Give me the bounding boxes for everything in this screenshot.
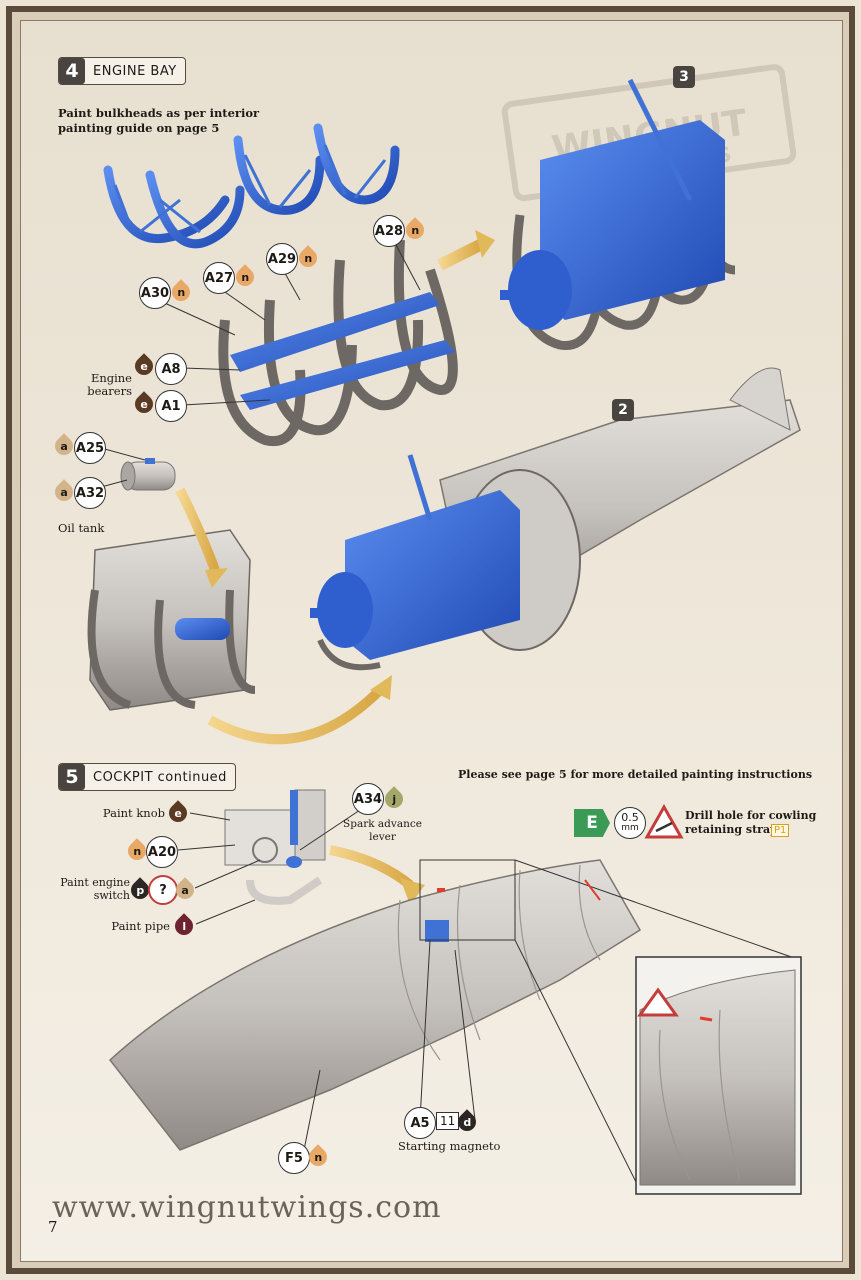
part-a27: A27 (203, 262, 235, 294)
tool-e-marker: E (574, 809, 610, 837)
step-5-number: 5 (59, 764, 85, 790)
part-f5: F5 (278, 1142, 310, 1174)
engine-grey-assembly (87, 529, 256, 711)
drill-warning-icon (644, 804, 684, 839)
step-4-header: 4 ENGINE BAY (58, 57, 186, 85)
engine-assembled-step3 (500, 78, 736, 350)
zoom-inset (635, 956, 802, 1195)
part-a28: A28 (373, 215, 405, 247)
blue-bulkheads (103, 123, 400, 249)
note-line-1: Paint bulkheads as per interior (58, 106, 260, 120)
website-url: www.wingnutwings.com (52, 1190, 442, 1225)
paint-engine-switch-label: Paint engine switch (60, 876, 130, 902)
starting-magneto-label: Starting magneto (398, 1139, 501, 1153)
box-11-tag: 11 (436, 1112, 460, 1130)
part-a8: A8 (155, 353, 187, 385)
step-4-number: 4 (59, 58, 85, 84)
painting-instructions-note: Please see page 5 for more detailed pain… (458, 768, 813, 781)
part-a34: A34 (352, 783, 384, 815)
unknown-colour-symbol: ? (148, 875, 178, 905)
magneto-panel (224, 789, 326, 905)
oil-tank-label: Oil tank (58, 521, 105, 535)
fuselage-with-engine (310, 367, 801, 671)
callout-3-badge: 3 (673, 66, 695, 88)
paint-knob-label: Paint knob (102, 806, 165, 820)
part-a29: A29 (266, 243, 298, 275)
bulkhead-paint-note: Paint bulkheads as per interior painting… (58, 106, 259, 136)
engine-bearers-assembly (218, 239, 458, 447)
page-number: 7 (48, 1218, 58, 1236)
callout-2-badge: 2 (612, 399, 634, 421)
paint-pipe-label: Paint pipe (111, 919, 170, 933)
blue-bulkhead-webs (113, 144, 387, 234)
step-5-title: COCKPIT continued (93, 769, 227, 785)
spark-advance-label: Spark advance lever (343, 818, 422, 843)
part-a25: A25 (74, 432, 106, 464)
p1-ref-tag: P1 (771, 824, 790, 837)
drill-size-circle: 0.5 mm (614, 807, 646, 839)
step-4-title: ENGINE BAY (93, 63, 177, 79)
engine-bearers-label: Engine bearers (87, 371, 132, 398)
note-line-2: painting guide on page 5 (58, 121, 220, 135)
fuselage-cowling (108, 859, 801, 1191)
part-a32: A32 (74, 477, 106, 509)
part-a5: A5 (404, 1107, 436, 1139)
part-a1: A1 (155, 390, 187, 422)
step-5-header: 5 COCKPIT continued (58, 763, 236, 791)
drill-hole-note: Drill hole for cowling retaining strap (685, 809, 817, 836)
part-a20: A20 (146, 836, 178, 868)
oil-tank-part (120, 458, 176, 491)
part-a30: A30 (139, 277, 171, 309)
